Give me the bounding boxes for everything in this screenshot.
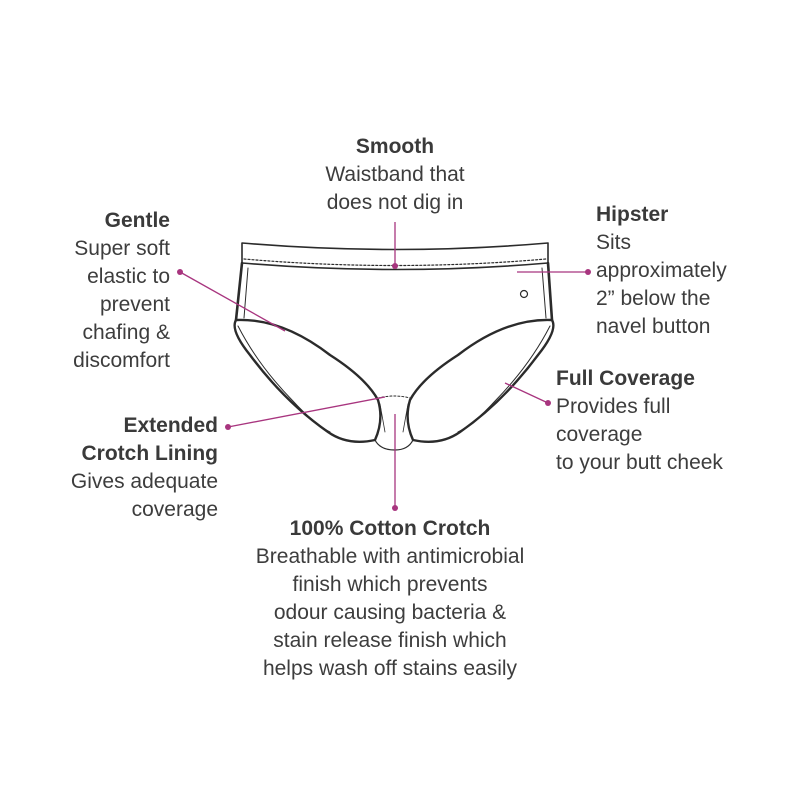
callout-crotch-lining: Extended Crotch Lining Gives adequate co… — [20, 412, 218, 524]
callout-cotton-crotch-line: stain release finish which — [273, 629, 507, 652]
callout-smooth-title: Smooth — [355, 135, 435, 158]
callout-cotton-crotch-title: 100% Cotton Crotch — [289, 517, 491, 540]
callout-hipster-line: 2” below the — [596, 287, 711, 310]
callout-hipster-line: navel button — [596, 315, 711, 338]
callout-full-coverage-line: coverage — [556, 423, 643, 446]
logo-tag-icon — [519, 289, 529, 299]
callout-crotch-lining-line: coverage — [131, 498, 218, 521]
leader-lines — [177, 222, 591, 511]
leader-crotch-lining — [227, 396, 386, 428]
callout-cotton-crotch-line: Breathable with antimicrobial — [255, 545, 525, 568]
body-left-side — [234, 261, 244, 322]
callout-crotch-lining-title: Crotch Lining — [81, 442, 218, 465]
underwear-illustration — [233, 242, 555, 451]
leader-dot-smooth — [392, 263, 398, 269]
callout-gentle: Gentle Super soft elastic to prevent cha… — [20, 207, 170, 375]
callout-cotton-crotch-line: helps wash off stains easily — [262, 657, 518, 680]
body-left-inner-seam — [243, 267, 249, 319]
right-leg-opening — [406, 318, 555, 443]
body-right-inner-seam — [541, 267, 547, 319]
callout-full-coverage: Full Coverage Provides full coverage to … — [556, 365, 796, 477]
leader-dot-cotton-crotch — [392, 505, 398, 511]
callout-gentle-line: elastic to — [87, 265, 170, 288]
callout-cotton-crotch-line: finish which prevents — [292, 573, 488, 596]
callout-full-coverage-title: Full Coverage — [556, 367, 695, 390]
callout-gentle-line: Super soft — [74, 237, 170, 260]
callout-hipster-line: Sits — [596, 231, 632, 254]
crotch-lining-sides — [379, 403, 409, 433]
callout-cotton-crotch: 100% Cotton Crotch Breathable with antim… — [200, 515, 580, 683]
leader-full-coverage — [504, 382, 549, 404]
callout-gentle-title: Gentle — [104, 209, 170, 232]
left-leg-inner — [237, 325, 331, 433]
callout-gentle-line: discomfort — [73, 349, 170, 372]
callout-hipster-line: approximately — [596, 259, 727, 282]
crotch-bottom — [374, 439, 414, 451]
leader-dot-crotch-lining — [225, 424, 231, 430]
callout-hipster-title: Hipster — [596, 203, 669, 226]
callout-crotch-lining-line: Gives adequate — [70, 470, 218, 493]
callout-full-coverage-line: Provides full — [556, 395, 671, 418]
callout-gentle-line: chafing & — [82, 321, 170, 344]
right-leg-inner — [457, 325, 551, 433]
callout-hipster: Hipster Sits approximately 2” below the … — [596, 201, 796, 341]
callout-smooth-line: Waistband that — [325, 163, 465, 186]
leader-dot-full-coverage — [545, 400, 551, 406]
callout-full-coverage-line: to your butt cheek — [556, 451, 723, 474]
leader-dot-gentle — [177, 269, 183, 275]
callout-smooth: Smooth Waistband that does not dig in — [290, 133, 500, 217]
left-leg-opening — [233, 318, 382, 443]
callout-cotton-crotch-line: odour causing bacteria & — [273, 601, 507, 624]
callout-gentle-line: prevent — [99, 293, 170, 316]
callout-smooth-line: does not dig in — [326, 191, 464, 214]
crotch-lining-line — [377, 395, 411, 399]
leader-gentle — [179, 271, 286, 332]
leader-dot-hipster — [585, 269, 591, 275]
callout-crotch-lining-title: Extended — [123, 414, 218, 437]
